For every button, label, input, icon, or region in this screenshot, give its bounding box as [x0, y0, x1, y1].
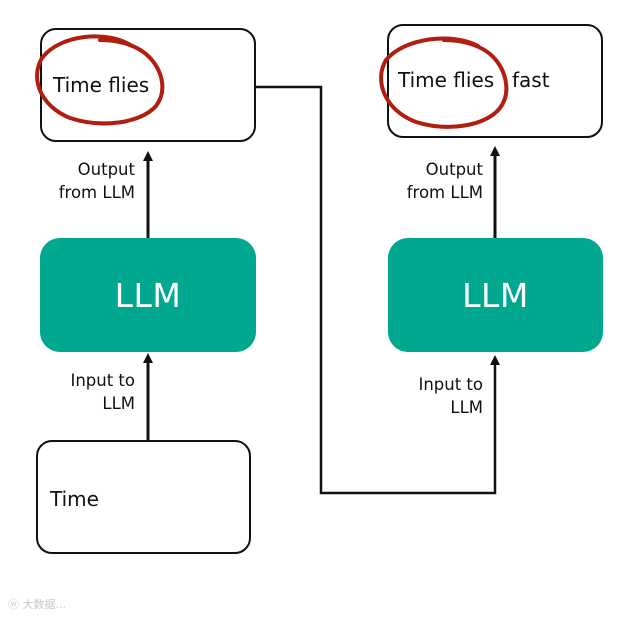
- left-highlight-circle: [35, 34, 165, 126]
- right-output-box: [387, 24, 603, 138]
- left-output-text: Time flies: [53, 73, 150, 97]
- left-llm-block: LLM: [40, 238, 256, 352]
- left-input-label: Input to LLM: [70, 369, 135, 415]
- watermark: ⓦ 大数据...: [8, 598, 66, 611]
- right-input-label-line2: LLM: [450, 398, 483, 417]
- left-input-text: Time: [50, 487, 99, 511]
- left-output-label-line2: from LLM: [58, 183, 135, 202]
- left-input-label-line2: LLM: [102, 394, 135, 413]
- right-output-label: Output from LLM: [407, 158, 483, 204]
- right-highlight-circle: [379, 36, 509, 129]
- right-input-label: Input to LLM: [418, 373, 483, 419]
- right-output-extra: fast: [512, 68, 550, 92]
- left-input-label-line1: Input to: [70, 371, 135, 390]
- left-output-label: Output from LLM: [59, 158, 135, 204]
- arrow-feedback-to-right-llm: [256, 85, 500, 495]
- left-input-box: [36, 440, 251, 554]
- right-output-label-line1: Output: [425, 160, 483, 179]
- left-llm-label: LLM: [114, 275, 182, 315]
- left-output-label-line1: Output: [77, 160, 135, 179]
- right-llm-block: LLM: [388, 238, 603, 352]
- right-output-text: Time flies: [398, 68, 495, 92]
- right-llm-label: LLM: [462, 275, 529, 315]
- right-input-label-line1: Input to: [418, 375, 483, 394]
- left-output-box: [40, 28, 256, 142]
- right-output-label-line2: from LLM: [406, 183, 483, 202]
